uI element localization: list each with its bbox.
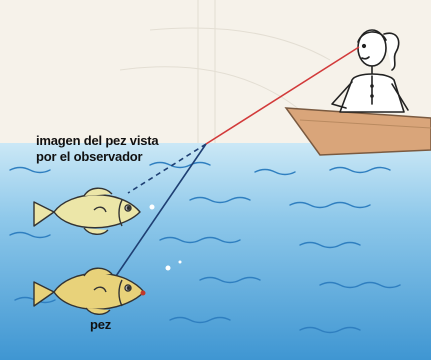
background-sketch-lines [119, 0, 331, 145]
fish-image-label: imagen del pez vista por el observador [36, 133, 196, 165]
bubbles [149, 204, 182, 271]
fish-icon [33, 267, 146, 315]
water [0, 143, 431, 360]
water-ray [113, 143, 207, 280]
fish-label: pez [90, 317, 112, 332]
fish-image-icon [33, 187, 141, 235]
fish-image-label-line2: por el observador [36, 149, 143, 164]
air-ray [205, 46, 360, 145]
apparent-ray [127, 143, 207, 194]
water-waves [9, 161, 401, 334]
boat-icon [284, 107, 431, 156]
observer-figure [331, 29, 409, 113]
fish-image-label-line1: imagen del pez vista [36, 133, 159, 148]
